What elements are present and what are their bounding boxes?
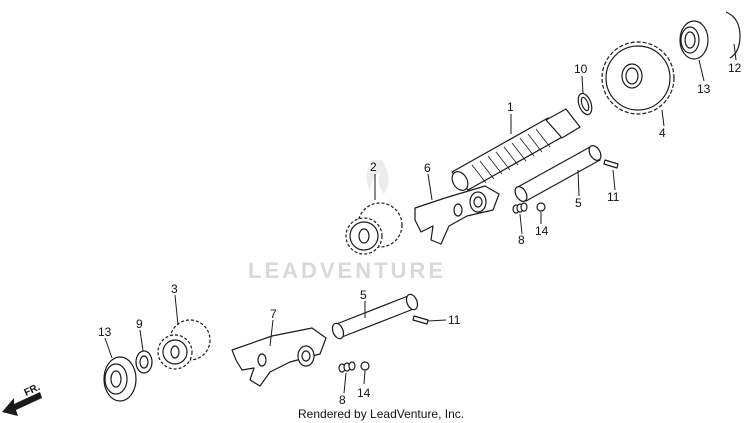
callout-13-top: 13 [697,82,711,96]
callout-14-upper: 14 [535,224,549,238]
callout-5-upper: 5 [575,196,582,210]
callout-3: 3 [171,282,178,296]
pin-11-upper[interactable] [603,159,619,169]
callout-2: 2 [370,160,377,174]
shift-fork-6[interactable] [414,185,500,245]
front-direction-arrow: FR. [2,382,42,416]
ball-14-lower[interactable] [360,361,370,371]
callout-11-upper: 11 [607,190,620,204]
large-gear-4[interactable] [601,41,675,115]
watermark-logo [366,160,389,194]
callout-14-lower: 14 [357,386,371,400]
spring-8-lower[interactable] [338,361,356,373]
callout-8-upper: 8 [518,233,525,247]
callout-labels: 1 2 3 4 5 5 6 7 8 8 9 10 11 11 12 13 13 … [98,61,742,407]
leader-lines [104,43,737,394]
bearing-13-lower[interactable] [103,356,137,402]
callout-12: 12 [728,61,742,75]
credit-line: Rendered by LeadVenture, Inc. [298,407,464,421]
callout-1: 1 [507,100,514,114]
bearing-13-top[interactable] [679,20,709,60]
callout-4: 4 [659,126,666,140]
watermark-text: LEADVENTURE [248,258,446,283]
callout-5-lower: 5 [360,288,367,302]
gear-3[interactable] [157,319,211,370]
gear-cluster-2[interactable] [345,202,403,255]
callout-9: 9 [136,317,143,331]
callout-8-lower: 8 [339,393,346,407]
pin-11-lower[interactable] [412,315,429,325]
callout-10: 10 [574,62,588,76]
spring-8-upper[interactable] [512,202,528,214]
callout-11-lower: 11 [448,313,461,327]
callout-7: 7 [270,307,277,321]
callout-13-lower: 13 [98,325,112,339]
circlip-12[interactable] [725,11,741,59]
snap-ring-10[interactable] [576,92,595,117]
ball-14-upper[interactable] [536,202,546,212]
main-shaft[interactable] [449,108,581,193]
fork-shaft-5-upper[interactable] [513,144,604,204]
callout-6: 6 [424,161,431,175]
shift-fork-7[interactable] [231,327,327,387]
fork-shaft-5-lower[interactable] [330,293,419,341]
washer-9[interactable] [135,350,153,374]
